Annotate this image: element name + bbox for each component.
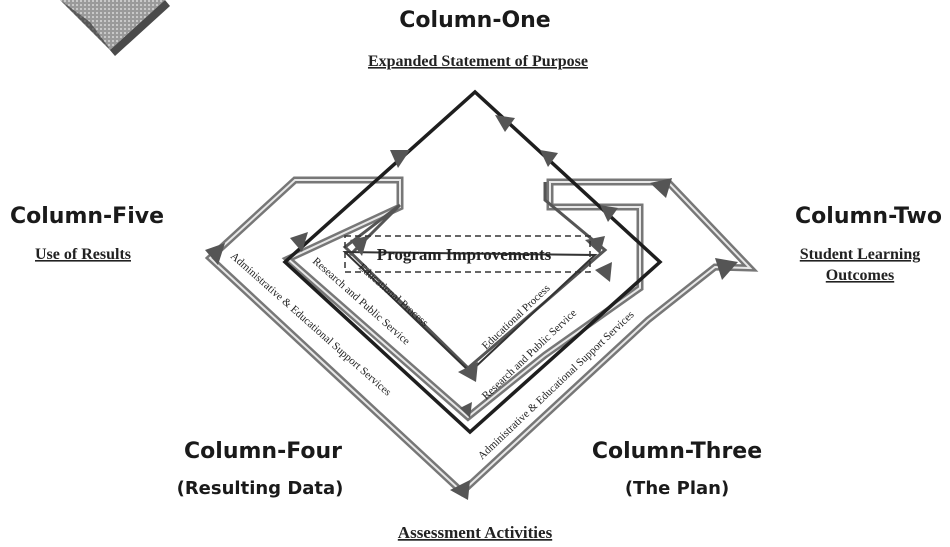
arrow-icon <box>585 236 605 254</box>
arrow-icon <box>205 243 225 265</box>
column-five-subtitle: Use of Results <box>35 246 131 263</box>
arrow-icon <box>390 150 410 168</box>
direction-arrows <box>205 115 738 500</box>
arrow-icon <box>495 115 515 132</box>
outer-loop <box>204 176 759 497</box>
column-one-subtitle: Expanded Statement of Purpose <box>368 53 588 70</box>
arrow-icon <box>458 362 478 382</box>
corner-decoration <box>60 0 170 56</box>
assessment-activities-label: Assessment Activities <box>398 523 553 542</box>
column-three-subtitle: (The Plan) <box>625 478 729 499</box>
center-dashed-box <box>344 235 591 273</box>
arrow-icon <box>460 402 472 418</box>
arrow-icon <box>540 150 558 167</box>
arrow-icon <box>600 205 618 222</box>
column-two-subtitle-line2: Outcomes <box>826 267 894 284</box>
arrow-icon <box>290 232 308 252</box>
column-two-title: Column-Two <box>795 204 942 229</box>
arrow-icon <box>715 258 738 280</box>
arrow-icon <box>650 178 672 198</box>
arrow-icon <box>350 236 368 256</box>
right-middle-path-label: Research and Public Service <box>480 307 579 402</box>
column-three-title: Column-Three <box>592 439 762 464</box>
column-five-title: Column-Five <box>10 204 164 229</box>
column-four-subtitle: (Resulting Data) <box>177 478 344 499</box>
arrow-icon <box>450 480 470 500</box>
column-one-title: Column-One <box>399 8 550 33</box>
column-two-subtitle-line1: Student Learning <box>800 246 920 263</box>
arrow-icon <box>595 262 612 282</box>
center-program-improvements: Program Improvements <box>377 245 552 264</box>
column-four-title: Column-Four <box>184 439 342 464</box>
inner-diamond <box>282 89 663 435</box>
